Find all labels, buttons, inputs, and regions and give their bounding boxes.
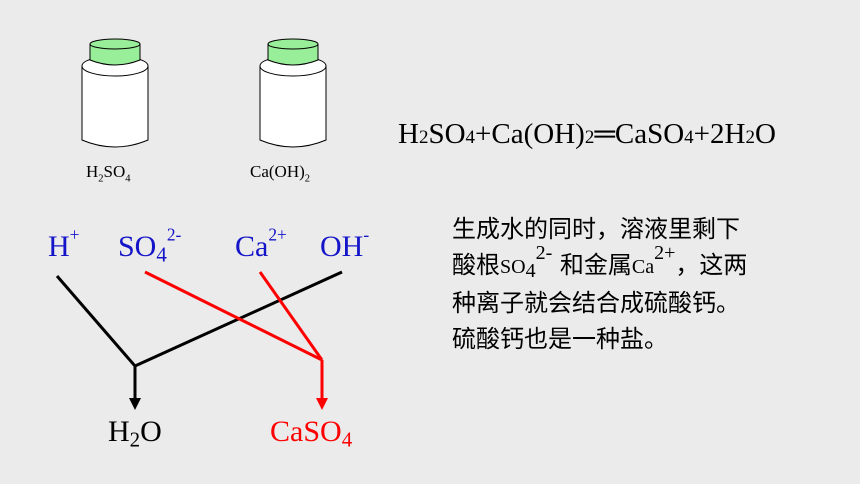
explanation-line-4: 硫酸钙也是一种盐。: [452, 325, 668, 353]
sulfate-ion: SO42-: [118, 224, 182, 267]
caoh2-bottle-label: Ca(OH)2: [250, 162, 311, 185]
water-formation-lines: [55, 270, 343, 410]
hydrogen-ion: H+: [48, 224, 80, 263]
explanation-line-1: 生成水的同时，溶液里剩下: [452, 215, 740, 243]
explanation-line-3: 种离子就会结合成硫酸钙。: [452, 289, 740, 317]
calcium-sulfate-product: CaSO4: [270, 415, 353, 452]
hydroxide-ion: OH-: [320, 224, 370, 263]
explanation-text: 生成水的同时，溶液里剩下 酸根SO42- 和金属Ca2+，这两 种离子就会结合成…: [452, 211, 842, 357]
h2so4-bottle-label: H2SO4: [86, 162, 131, 185]
calcium-ion: Ca2+: [235, 224, 287, 263]
water-product: H2O: [108, 415, 162, 452]
h2so4-bottle-icon: [81, 38, 149, 148]
reaction-equation: H2SO4+Ca(OH)2═CaSO4+2H2O: [398, 118, 776, 150]
calcium-sulfate-formation-lines: [144, 270, 328, 410]
explanation-line-2: 酸根SO42- 和金属Ca2+，这两: [452, 242, 748, 282]
caoh2-bottle-icon: [259, 38, 327, 148]
